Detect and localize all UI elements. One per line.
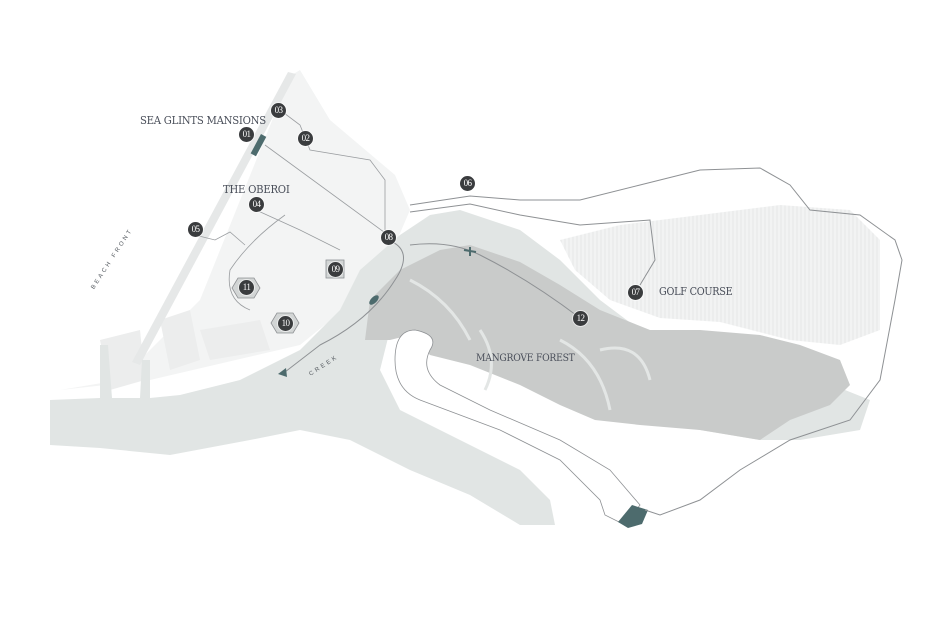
marker-12[interactable]: 12: [573, 311, 588, 326]
golf-course-area: [560, 205, 880, 345]
mansions-block: [250, 133, 267, 157]
teal-inlet: [618, 505, 648, 528]
creek-arrow-icon: [278, 368, 287, 377]
creek-path: [284, 239, 404, 373]
label-the-oberoi: THE OBEROI: [223, 182, 290, 196]
developed-land: [60, 70, 410, 390]
marker-05[interactable]: 05: [188, 222, 203, 237]
marker-03[interactable]: 03: [271, 103, 286, 118]
marker-06[interactable]: 06: [460, 176, 475, 191]
label-sea-glints-mansions: SEA GLINTS MANSIONS: [140, 113, 266, 127]
marker-08[interactable]: 08: [381, 230, 396, 245]
mangrove-channel: [409, 278, 652, 411]
marker-02[interactable]: 02: [298, 131, 313, 146]
oberoi-roads: [194, 109, 389, 311]
marker-11[interactable]: 11: [239, 280, 254, 295]
marker-07[interactable]: 07: [628, 285, 643, 300]
mangrove-trail: [409, 243, 581, 319]
label-golf-course: GOLF COURSE: [659, 285, 733, 298]
mangrove-forest-area: [365, 245, 850, 440]
island-road: [409, 203, 656, 286]
beach-front-strip: [132, 72, 296, 365]
marker-01[interactable]: 01: [239, 127, 254, 142]
marker-09[interactable]: 09: [328, 262, 343, 277]
marker-10[interactable]: 10: [278, 316, 293, 331]
label-mangrove-forest: MANGROVE FOREST: [476, 352, 575, 364]
island-boundary: [409, 167, 903, 516]
plane-icon: [463, 247, 477, 256]
marker-04[interactable]: 04: [249, 197, 264, 212]
boat-icon: [369, 295, 379, 305]
